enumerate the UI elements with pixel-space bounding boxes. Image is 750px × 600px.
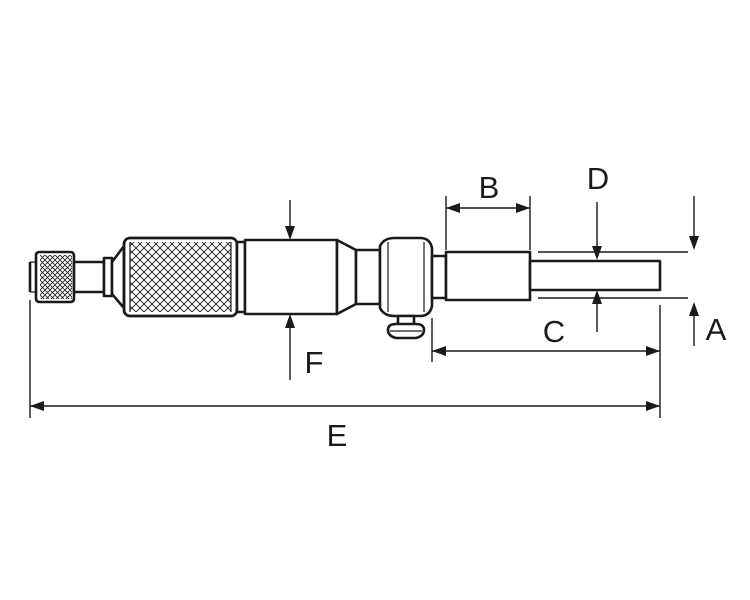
spindle-housing	[444, 250, 532, 302]
label-e: E	[327, 418, 348, 453]
ratchet-neck	[72, 260, 106, 294]
label-b: B	[479, 170, 500, 205]
spindle-neck	[354, 248, 382, 306]
ratchet-knurl	[40, 255, 72, 299]
label-a: A	[706, 312, 727, 347]
label-c: C	[543, 314, 565, 349]
thimble-flare	[110, 244, 126, 310]
label-f: F	[305, 345, 324, 380]
sleeve	[243, 238, 339, 316]
micrometer-body	[28, 236, 662, 340]
spindle-rod	[528, 259, 662, 292]
dimension-lines	[29, 196, 699, 418]
label-d: D	[587, 161, 609, 196]
sleeve-taper	[335, 238, 358, 316]
lock-collar	[378, 236, 434, 318]
